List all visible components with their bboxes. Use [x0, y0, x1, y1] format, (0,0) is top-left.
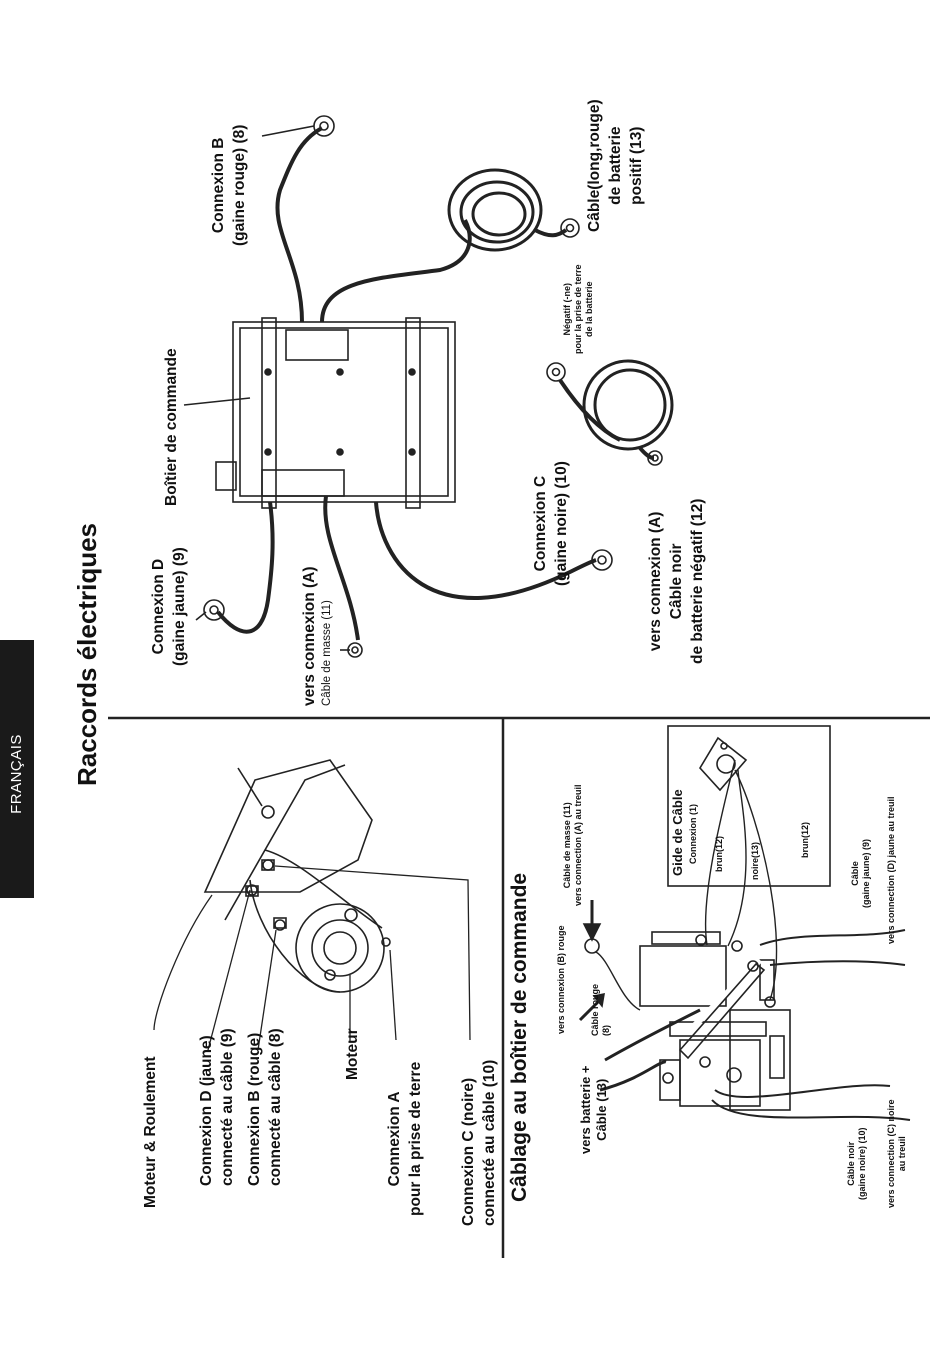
battery-positive-label: Câble(long,rouge) de batterie positif (1… [586, 99, 645, 232]
negative-ground-label: Négatif (-ne) pour la prise de terre de … [562, 264, 594, 354]
section-title: Raccords électriques [72, 522, 102, 786]
battery-negative-label: vers connexion (A) Câble noir de batteri… [647, 498, 706, 664]
red-cable-label: Câble rouge (8) [590, 983, 611, 1036]
motor-label: Moteur [344, 1028, 361, 1080]
battery-cable-label: vers batterie + Câble (13) [578, 1065, 609, 1154]
cable-guide-label: Gide de Câble [670, 789, 685, 876]
noire-13-label: noire(13) [750, 841, 760, 880]
yellow-connection-label: vers connection (D) jaune au treuil [886, 796, 896, 944]
connexion-c-label: Connexion C (gaine noire) (10) [532, 461, 570, 586]
guide-connexion-label: Connexion (1) [688, 804, 698, 864]
red-connection-label: vers connexion (B) rouge [556, 925, 566, 1034]
black-cable-label: Câble noir (gaine noire) (10) [846, 1127, 867, 1200]
black-connection-label: vers connection (C) noire au treuil [886, 1099, 907, 1208]
motor-connexion-c-label: Connexion C (noire) connecté au câble (1… [460, 1059, 498, 1226]
motor-connexion-a-label: Connexion A pour la prise de terre [386, 1061, 424, 1216]
motor-connexion-b-label: Connexion B (rouge) connecté au câble (8… [246, 1028, 284, 1186]
brun-12-second-label: brun(12) [800, 822, 810, 858]
connexion-b-label: Connexion B (gaine rouge) (8) [210, 124, 248, 246]
ground-cable-11-label: Câble de masse (11) vers connection (A) … [562, 784, 583, 906]
control-box-label: Boîtier de commande [163, 348, 180, 506]
wiring-section-title: Câblage au boîtier de commande [508, 872, 531, 1202]
brun-12-label: brun(12) [714, 836, 724, 872]
yellow-cable-label: Câble (gaine jaune) (9) [850, 838, 871, 908]
connexion-d-label: Connexion D (gaine jaune) (9) [150, 547, 188, 666]
motor-bearing-label: Moteur & Roulement [142, 1056, 159, 1208]
motor-connexion-d-label: Connexion D (jaune) connecté au câble (9… [198, 1028, 236, 1186]
language-tab [0, 640, 34, 898]
ground-cable-label: vers connexion (A) Câble de masse (11) [301, 566, 333, 706]
